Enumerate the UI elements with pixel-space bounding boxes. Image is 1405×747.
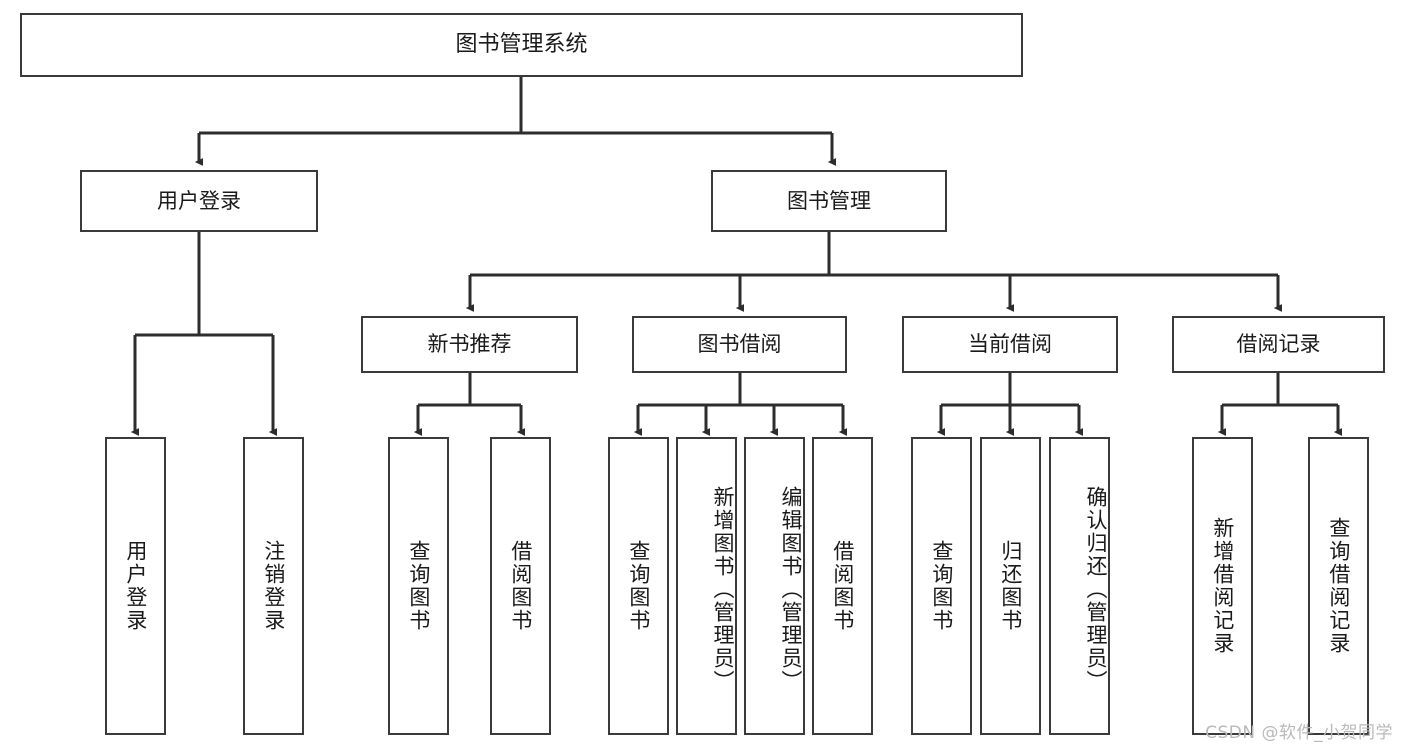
- node-leaf-query-record[interactable]: 查询借阅记录: [1308, 437, 1369, 735]
- node-leaf-confirm-return[interactable]: 确认归还（管理员）: [1049, 437, 1110, 735]
- node-leaf-borrow-book-1[interactable]: 借阅图书: [490, 437, 551, 735]
- node-leaf-confirm-return-label: 确认归还（管理员）: [1084, 485, 1108, 693]
- node-current-borrow[interactable]: 当前借阅: [902, 316, 1118, 373]
- node-book-borrow-label: 图书借阅: [697, 332, 782, 357]
- node-leaf-edit-book[interactable]: 编辑图书（管理员）: [744, 437, 805, 735]
- node-root-label: 图书管理系统: [455, 32, 588, 58]
- node-book-management-label: 图书管理: [787, 188, 871, 213]
- node-leaf-add-book-label: 新增图书（管理员）: [711, 485, 735, 693]
- node-leaf-query-book-1-label: 查询图书: [406, 540, 431, 632]
- node-borrow-record-label: 借阅记录: [1236, 332, 1321, 357]
- node-borrow-record[interactable]: 借阅记录: [1172, 316, 1385, 373]
- node-leaf-user-login-label: 用户登录: [123, 540, 148, 632]
- node-book-borrow[interactable]: 图书借阅: [632, 316, 847, 373]
- node-leaf-borrow-book-2[interactable]: 借阅图书: [812, 437, 873, 735]
- node-leaf-borrow-book-2-label: 借阅图书: [830, 540, 855, 632]
- node-current-borrow-label: 当前借阅: [968, 332, 1052, 357]
- node-leaf-query-book-3[interactable]: 查询图书: [911, 437, 972, 735]
- csdn-watermark: CSDN @软件_小贺同学: [1205, 723, 1393, 743]
- node-user-login-label: 用户登录: [157, 188, 241, 213]
- node-leaf-query-book-2-label: 查询图书: [626, 540, 651, 632]
- node-leaf-add-record[interactable]: 新增借阅记录: [1192, 437, 1253, 735]
- node-leaf-logout[interactable]: 注销登录: [243, 437, 304, 735]
- node-leaf-return-book-label: 归还图书: [998, 540, 1023, 632]
- node-leaf-return-book[interactable]: 归还图书: [980, 437, 1041, 735]
- node-leaf-query-book-3-label: 查询图书: [929, 540, 954, 632]
- node-leaf-user-login[interactable]: 用户登录: [105, 437, 166, 735]
- node-leaf-query-book-2[interactable]: 查询图书: [608, 437, 669, 735]
- node-leaf-logout-label: 注销登录: [261, 540, 286, 632]
- node-leaf-borrow-book-1-label: 借阅图书: [508, 540, 533, 632]
- node-leaf-query-book-1[interactable]: 查询图书: [388, 437, 449, 735]
- node-book-management[interactable]: 图书管理: [711, 170, 947, 232]
- node-leaf-add-record-label: 新增借阅记录: [1210, 517, 1235, 655]
- node-leaf-edit-book-label: 编辑图书（管理员）: [779, 485, 803, 693]
- node-leaf-query-record-label: 查询借阅记录: [1326, 517, 1351, 655]
- node-root[interactable]: 图书管理系统: [20, 13, 1023, 77]
- node-user-login[interactable]: 用户登录: [80, 170, 318, 232]
- node-leaf-add-book[interactable]: 新增图书（管理员）: [676, 437, 737, 735]
- node-new-book-recommend-label: 新书推荐: [427, 332, 512, 357]
- node-new-book-recommend[interactable]: 新书推荐: [361, 316, 578, 373]
